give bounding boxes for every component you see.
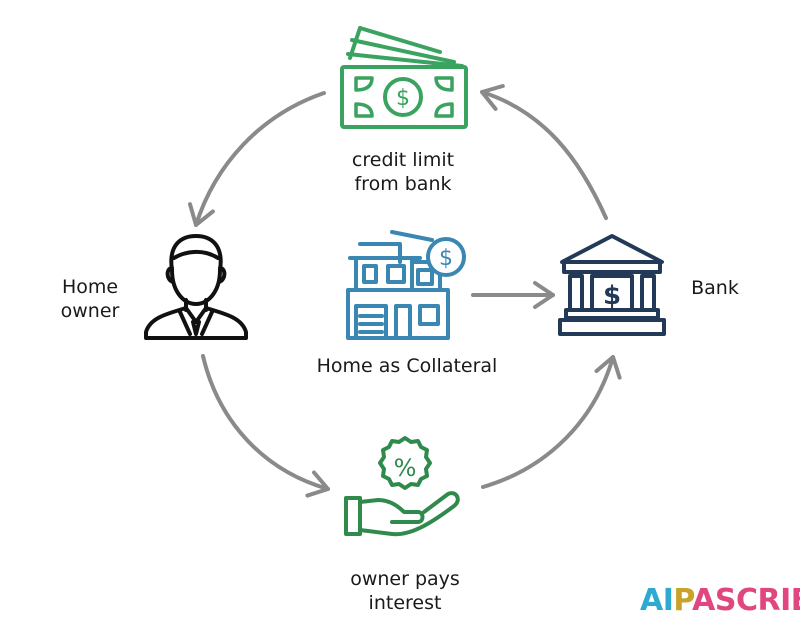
watermark-logo: AIPASCRIBE <box>640 583 800 618</box>
watermark-part-1: AI <box>640 583 674 618</box>
owner-label-line-1: Home <box>61 276 119 298</box>
arrow-owner-to-interest <box>201 354 330 498</box>
svg-text:%: % <box>394 454 417 482</box>
interest-label: owner pays interest <box>330 567 480 615</box>
credit-limit-label: credit limit from bank <box>333 148 473 196</box>
interest-label-line-2: interest <box>368 592 442 614</box>
svg-text:$: $ <box>396 86 410 111</box>
arrow-interest-to-bank <box>481 355 622 489</box>
bank-label: Bank <box>691 277 739 299</box>
arrow-credit-to-owner <box>188 91 326 227</box>
collateral-label: Home as Collateral <box>316 355 498 377</box>
credit-label-line-1: credit limit <box>351 149 455 171</box>
svg-text:$: $ <box>439 246 453 271</box>
watermark-part-3: ASCRIBE <box>692 583 800 618</box>
svg-text:$: $ <box>603 281 621 311</box>
interest-label-line-1: owner pays <box>350 568 460 590</box>
owner-label-line-2: owner <box>60 300 120 322</box>
credit-label-line-2: from bank <box>354 173 452 195</box>
watermark-part-2: P <box>673 583 693 618</box>
home-owner-label: Home owner <box>40 275 140 323</box>
flow-arrows <box>188 84 622 498</box>
arrow-bank-to-credit <box>480 84 608 220</box>
